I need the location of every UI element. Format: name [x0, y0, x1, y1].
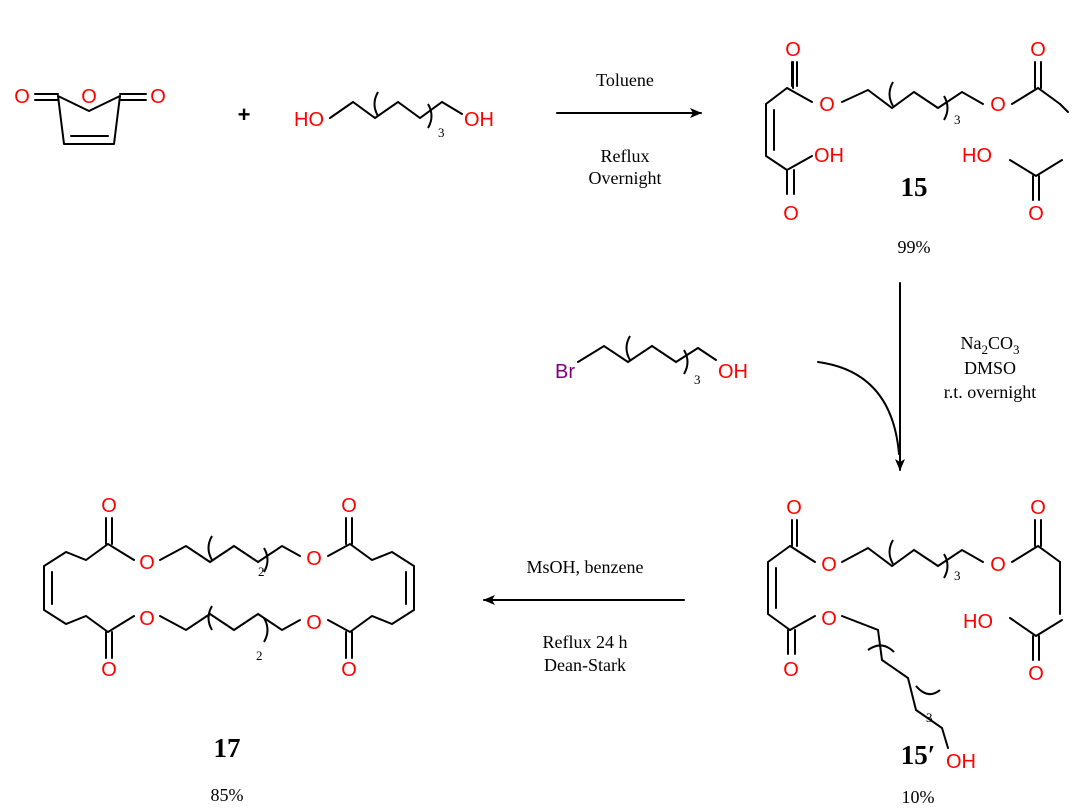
ester-oxygen: O: [821, 554, 837, 576]
hydroxyl-left: HO: [294, 109, 324, 131]
carbonyl-oxygen: O: [785, 39, 801, 61]
step2-solvent: DMSO: [964, 358, 1016, 378]
ester-oxygen: O: [306, 548, 322, 570]
step2-arrow: Na2CO3 DMSO r.t. overnight: [817, 282, 1037, 471]
compound-label: 15′: [901, 740, 936, 770]
repeat-count: 3: [438, 125, 445, 140]
carbonyl-oxygen: O: [150, 86, 166, 108]
compound-15-prime: 3 3 O O O O O O HO O OH 15′ 10%: [767, 497, 1063, 807]
repeat-count: 2: [256, 648, 263, 663]
ester-oxygen: O: [139, 552, 155, 574]
hydroxyl: OH: [946, 751, 976, 773]
step3-arrow: MsOH, benzene Reflux 24 h Dean-Stark: [483, 557, 685, 675]
compound-17: 2 2 O O O O O O O O 17 85%: [43, 495, 415, 805]
step2-base: Na2CO3: [960, 333, 1019, 357]
compound-yield: 85%: [211, 785, 244, 805]
carbonyl-oxygen: O: [783, 203, 799, 225]
bromohexanol: 3 Br OH: [555, 335, 748, 387]
hydroxyl: OH: [814, 145, 844, 167]
step2-condition: r.t. overnight: [944, 382, 1037, 402]
step1-arrow: Toluene Reflux Overnight: [556, 70, 702, 188]
ester-oxygen: O: [990, 94, 1006, 116]
repeat-count: 3: [926, 710, 933, 725]
step1-time: Overnight: [589, 168, 662, 188]
step1-solvent: Toluene: [596, 70, 654, 90]
repeat-count: 2: [258, 564, 265, 579]
step3-reagents: MsOH, benzene: [527, 557, 644, 577]
ester-oxygen: O: [306, 612, 322, 634]
hydroxyl: HO: [962, 145, 992, 167]
compound-label: 17: [214, 733, 241, 763]
compound-yield: 99%: [898, 237, 931, 257]
carbonyl-oxygen: O: [1030, 39, 1046, 61]
ester-oxygen: O: [990, 554, 1006, 576]
maleic-anhydride: O O O: [14, 86, 166, 145]
hydroxyl: OH: [718, 361, 748, 383]
carbonyl-oxygen: O: [1028, 663, 1044, 685]
step3-apparatus: Dean-Stark: [544, 655, 626, 675]
carbonyl-oxygen: O: [786, 497, 802, 519]
hydroxyl-right: OH: [464, 109, 494, 131]
repeat-count: 3: [694, 372, 701, 387]
plus-sign: +: [238, 102, 251, 127]
repeat-count: 3: [954, 112, 961, 127]
ring-oxygen: O: [81, 86, 97, 108]
carbonyl-oxygen: O: [101, 495, 117, 517]
carbonyl-oxygen: O: [783, 659, 799, 681]
repeat-count: 3: [954, 568, 961, 583]
ester-oxygen: O: [139, 608, 155, 630]
compound-yield: 10%: [902, 787, 935, 807]
step3-condition: Reflux 24 h: [543, 632, 628, 652]
step1-condition: Reflux: [601, 146, 650, 166]
carbonyl-oxygen: O: [1028, 203, 1044, 225]
carbonyl-oxygen: O: [14, 86, 30, 108]
compound-15: 3 O O OH O O O HO O 15 99%: [765, 39, 1069, 257]
carbonyl-oxygen: O: [341, 495, 357, 517]
bromine: Br: [555, 361, 575, 383]
carbonyl-oxygen: O: [341, 659, 357, 681]
ester-oxygen: O: [821, 608, 837, 630]
carbonyl-oxygen: O: [1030, 497, 1046, 519]
compound-label: 15: [901, 172, 928, 202]
carbonyl-oxygen: O: [101, 659, 117, 681]
ester-oxygen: O: [819, 94, 835, 116]
hexanediol: 3 HO OH: [294, 91, 494, 140]
hydroxyl: HO: [963, 611, 993, 633]
